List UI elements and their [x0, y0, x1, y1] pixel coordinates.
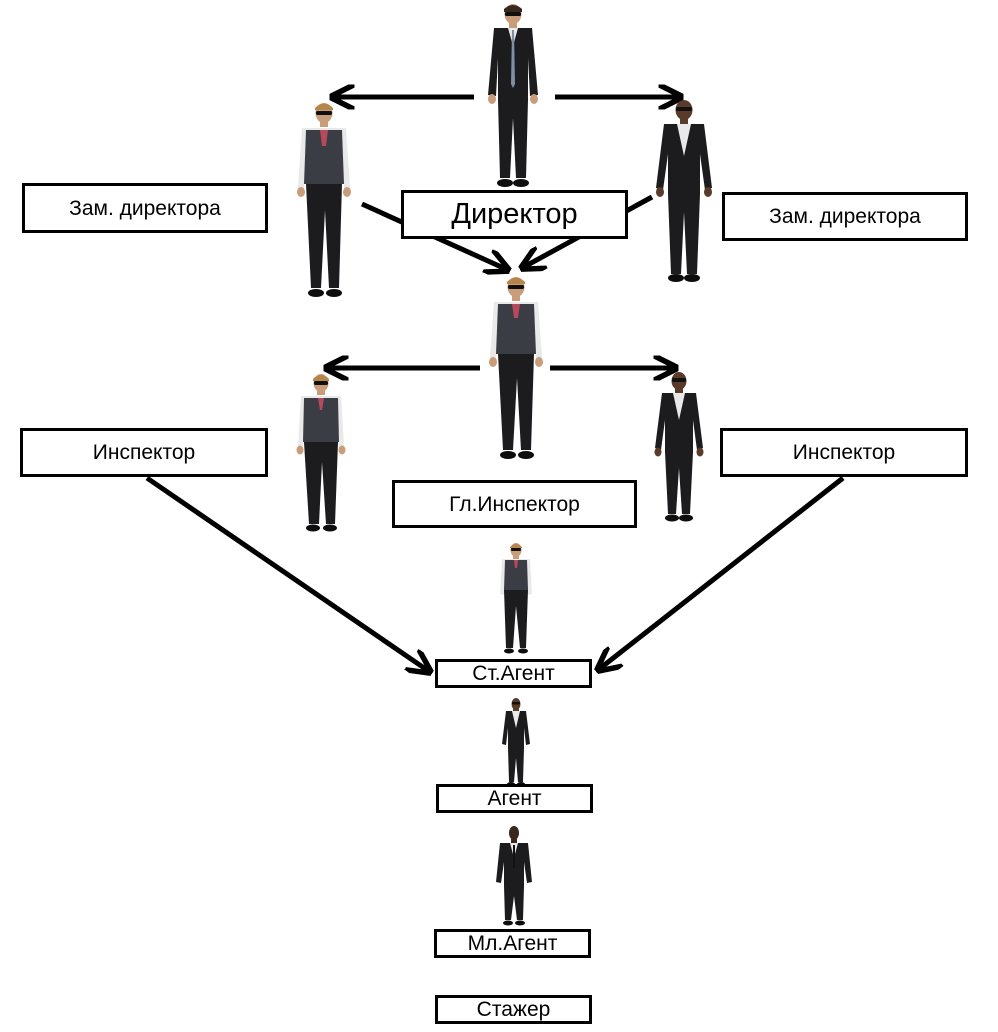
rank-box-junior-agent: Мл.Агент: [434, 929, 591, 958]
arrow-inspector-right-senior: [598, 476, 845, 670]
rank-box-director: Директор: [401, 190, 628, 239]
rank-label: Зам. директора: [69, 196, 221, 220]
rank-box-agent: Агент: [436, 784, 593, 813]
rank-box-inspector-right: Инспектор: [720, 428, 968, 477]
rank-label: Директор: [451, 198, 578, 230]
rank-label: Мл.Агент: [467, 932, 558, 955]
deputy-right-figure: [656, 100, 712, 282]
rank-label: Инспектор: [792, 441, 896, 464]
director-figure: [488, 4, 538, 187]
arrow-inspector-left-senior: [145, 475, 430, 672]
inspector-right-figure: [654, 372, 704, 522]
rank-label: Гл.Инспектор: [449, 492, 580, 516]
rank-label: Ст.Агент: [472, 662, 555, 685]
rank-label: Агент: [487, 787, 542, 810]
junior-agent-figure: [496, 826, 532, 926]
rank-box-deputy-right: Зам. директора: [722, 192, 968, 241]
rank-label: Инспектор: [92, 441, 196, 464]
senior-agent-figure: [500, 543, 532, 654]
rank-box-inspector-left: Инспектор: [20, 428, 268, 477]
rank-box-senior-agent: Ст.Агент: [435, 659, 592, 688]
deputy-left-figure: [297, 103, 351, 297]
chief-inspector-figure: [489, 277, 543, 459]
rank-label: Зам. директора: [769, 205, 921, 228]
rank-box-chief-inspector: Гл.Инспектор: [392, 480, 637, 528]
agent-figure: [502, 698, 530, 786]
rank-label: Стажер: [476, 998, 551, 1021]
inspector-left-figure: [296, 374, 346, 532]
rank-box-trainee: Стажер: [435, 995, 592, 1024]
rank-box-deputy-left: Зам. директора: [22, 183, 268, 233]
